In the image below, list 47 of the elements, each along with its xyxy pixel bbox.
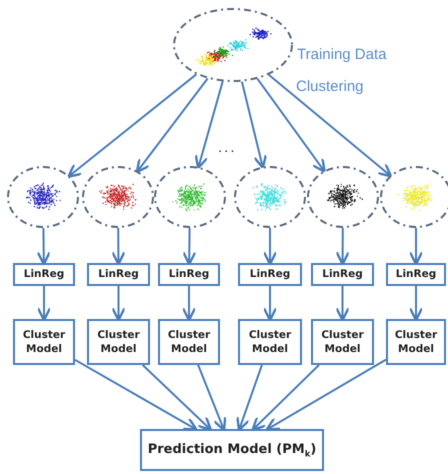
process-box: LinReg (386, 263, 446, 286)
arrow (182, 286, 196, 322)
arrow (194, 81, 224, 170)
process-box: Cluster Model (87, 319, 150, 365)
cluster-scatter-drawing (154, 166, 226, 228)
process-box: LinReg (13, 263, 75, 286)
arrow (136, 78, 208, 174)
arrow (268, 74, 392, 178)
arrow (197, 364, 226, 432)
arrow (74, 358, 198, 431)
node-caption: Training Data (297, 46, 386, 63)
cluster-scatter-drawing (82, 166, 154, 228)
arrow (408, 286, 424, 322)
arrow (262, 228, 278, 266)
arrow (240, 81, 268, 170)
process-box: Cluster Model (13, 319, 75, 365)
arrow (408, 228, 424, 266)
ellipsis-label: ... (218, 139, 237, 156)
arrow (36, 286, 52, 322)
arrow (236, 364, 263, 432)
process-box: Cluster Model (158, 319, 220, 365)
arrow (266, 358, 386, 431)
process-box: LinReg (158, 263, 220, 286)
arrow (67, 74, 197, 178)
arrow (251, 364, 320, 432)
arrow (111, 286, 126, 322)
process-box: LinReg (238, 263, 302, 286)
process-box: Cluster Model (311, 319, 374, 365)
arrow (262, 286, 278, 322)
cluster-scatter-drawing (380, 166, 448, 228)
prediction-model-box: Prediction Model (PM$_{k}$) (140, 429, 324, 471)
cluster-scatter-drawing (234, 166, 306, 228)
arrow (256, 78, 326, 173)
arrow (335, 228, 350, 266)
process-box: Cluster Model (386, 319, 446, 365)
step-label: Clustering (296, 78, 364, 95)
process-box: Cluster Model (238, 319, 302, 365)
arrow (142, 364, 212, 432)
process-box: LinReg (87, 263, 150, 286)
arrow (335, 286, 350, 322)
process-box: LinReg (311, 263, 374, 286)
cluster-scatter-drawing (7, 166, 79, 228)
arrow (111, 228, 126, 266)
training-scatter-drawing (173, 8, 293, 82)
cluster-scatter-drawing (307, 166, 379, 228)
arrow (36, 228, 51, 266)
arrow (182, 228, 196, 266)
